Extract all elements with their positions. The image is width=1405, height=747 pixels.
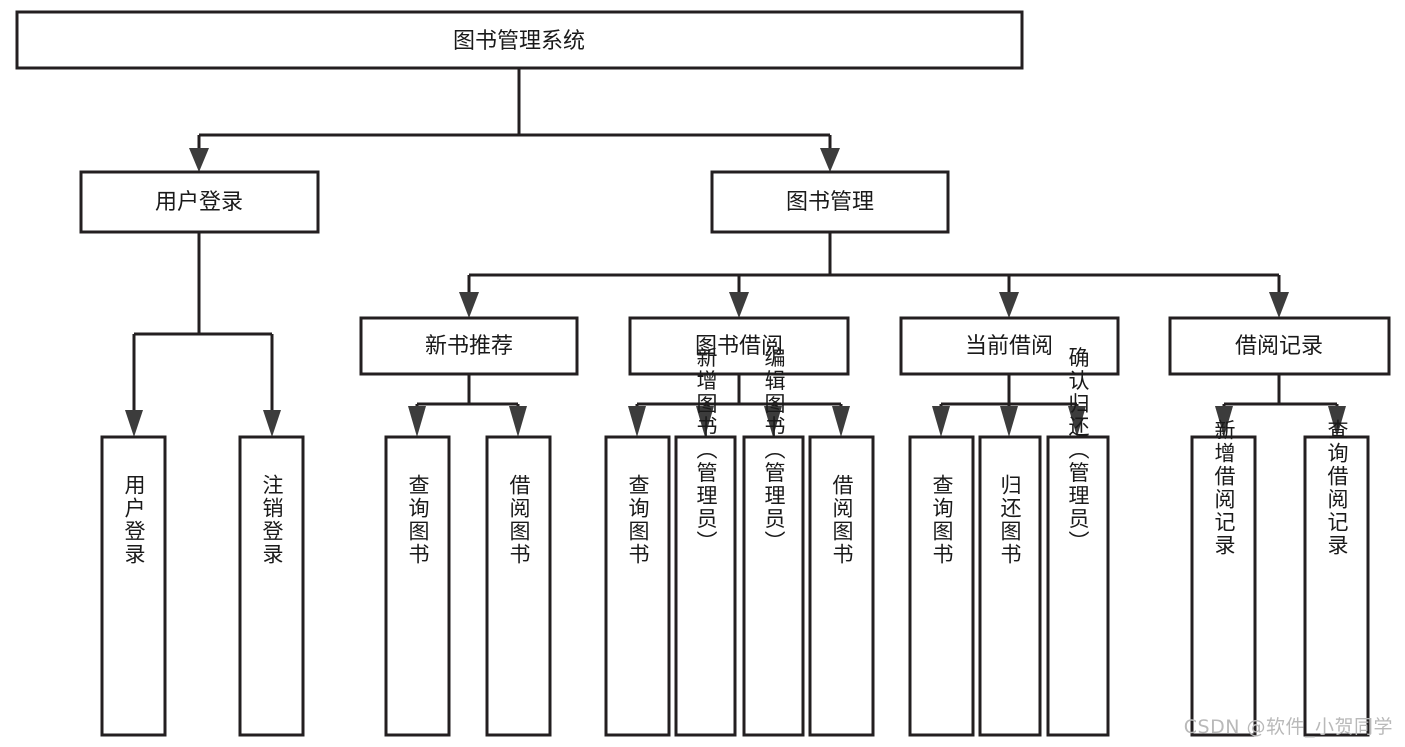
connector-group-borrow-record [1215,374,1346,437]
leaf-label-add-book-admin: 新增图书（管理员） [694,347,718,554]
node-label-book-borrow: 图书借阅 [695,334,783,359]
leaf-node-query-book-recommend[interactable]: 查询图书 [384,435,451,737]
leaf-rect-add-borrow-record [1190,435,1257,737]
arrow-icon-newbook-l2 [509,406,527,437]
leaf-node-add-borrow-record[interactable]: 新增借阅记录 [1190,419,1257,737]
leaf-rect-query-book-recommend [384,435,451,737]
connector-group-new-book [408,374,527,437]
leaf-label-return-book: 归还图书 [998,474,1022,566]
leaf-rect-query-book-current [908,435,975,737]
leaf-label-user-login: 用户登录 [122,474,146,566]
connector-group-user-login [125,232,281,437]
connector-group-current-borrow [932,374,1086,437]
leaf-label-borrow-book: 借阅图书 [830,474,854,566]
node-label-root: 图书管理系统 [453,29,585,54]
connector-group-book-borrow [628,374,850,437]
leaf-label-edit-book-admin: 编辑图书（管理员） [762,347,786,554]
leaf-rect-confirm-return-admin [1046,435,1110,737]
node-label-new-book-recommend: 新书推荐 [425,334,513,359]
leaf-rect-add-book-admin [674,435,737,737]
node-current-borrow[interactable]: 当前借阅 [899,316,1120,376]
leaf-node-return-book[interactable]: 归还图书 [978,435,1042,737]
arrow-icon-root-to-user [189,148,209,172]
node-user-login[interactable]: 用户登录 [79,170,320,234]
arrow-icon-book-c3 [999,292,1019,318]
arrow-icon-borrow-l2 [696,406,714,437]
leaf-rect-logout [238,435,305,737]
leaf-rect-query-borrow-record [1303,435,1370,737]
arrow-icon-borrow-l3 [764,406,782,437]
arrow-icon-user-leaf1 [125,410,143,437]
leaf-node-borrow-book[interactable]: 借阅图书 [808,435,875,737]
leaf-label-confirm-return-admin: 确认归还（管理员） [1066,347,1090,554]
leaf-node-user-login[interactable]: 用户登录 [100,435,167,737]
leaf-label-query-borrow-record: 查询借阅记录 [1325,419,1349,557]
node-rect-root [15,10,1024,70]
node-rect-current-borrow [899,316,1120,376]
arrow-icon-borrow-l4 [832,406,850,437]
leaf-label-query-book-recommend: 查询图书 [406,474,430,566]
leaf-node-query-book-borrow[interactable]: 查询图书 [604,435,671,737]
leaf-node-query-book-current[interactable]: 查询图书 [908,435,975,737]
node-new-book-recommend[interactable]: 新书推荐 [359,316,579,376]
arrow-icon-book-c4 [1269,292,1289,318]
node-book-management[interactable]: 图书管理 [710,170,950,234]
node-rect-borrow-record [1168,316,1391,376]
leaf-rect-query-book-borrow [604,435,671,737]
arrow-icon-user-leaf2 [263,410,281,437]
connector-group-root [189,68,840,172]
node-rect-user-login [79,170,320,234]
arrow-icon-record-l2 [1328,406,1346,437]
leaf-node-edit-book-admin[interactable]: 编辑图书（管理员） [742,347,805,737]
node-label-current-borrow: 当前借阅 [965,334,1053,359]
arrow-icon-current-l1 [932,406,950,437]
leaf-rect-user-login [100,435,167,737]
leaf-rect-borrow-book-recommend [485,435,552,737]
leaf-label-borrow-book-recommend: 借阅图书 [507,474,531,566]
leaf-label-add-borrow-record: 新增借阅记录 [1212,419,1236,557]
arrow-icon-book-c2 [729,292,749,318]
node-label-user-login: 用户登录 [155,190,243,215]
leaf-node-logout[interactable]: 注销登录 [238,435,305,737]
leaf-label-query-book-borrow: 查询图书 [626,474,650,566]
arrow-icon-book-c1 [459,292,479,318]
leaf-label-query-book-current: 查询图书 [930,474,954,566]
arrow-icon-current-l2 [1000,406,1018,437]
node-borrow-record[interactable]: 借阅记录 [1168,316,1391,376]
leaf-node-borrow-book-recommend[interactable]: 借阅图书 [485,435,552,737]
leaf-label-logout: 注销登录 [260,474,284,566]
leaf-rect-borrow-book [808,435,875,737]
arrow-icon-root-to-book [820,148,840,172]
node-rect-book-borrow [628,316,850,376]
node-label-book-management: 图书管理 [786,190,874,215]
leaf-node-confirm-return-admin[interactable]: 确认归还（管理员） [1046,347,1110,737]
arrow-icon-record-l1 [1215,406,1233,437]
leaf-node-query-borrow-record[interactable]: 查询借阅记录 [1303,419,1370,737]
node-rect-new-book-recommend [359,316,579,376]
arrow-icon-newbook-l1 [408,406,426,437]
arrow-icon-borrow-l1 [628,406,646,437]
arrow-icon-current-l3 [1068,406,1086,437]
node-label-borrow-record: 借阅记录 [1235,334,1323,359]
node-rect-book-management [710,170,950,234]
connector-group-book-manage [459,232,1289,318]
node-root-book-management-system[interactable]: 图书管理系统 [15,10,1024,70]
node-book-borrow[interactable]: 图书借阅 [628,316,850,376]
leaf-rect-return-book [978,435,1042,737]
leaf-rect-edit-book-admin [742,435,805,737]
leaf-node-add-book-admin[interactable]: 新增图书（管理员） [674,347,737,737]
